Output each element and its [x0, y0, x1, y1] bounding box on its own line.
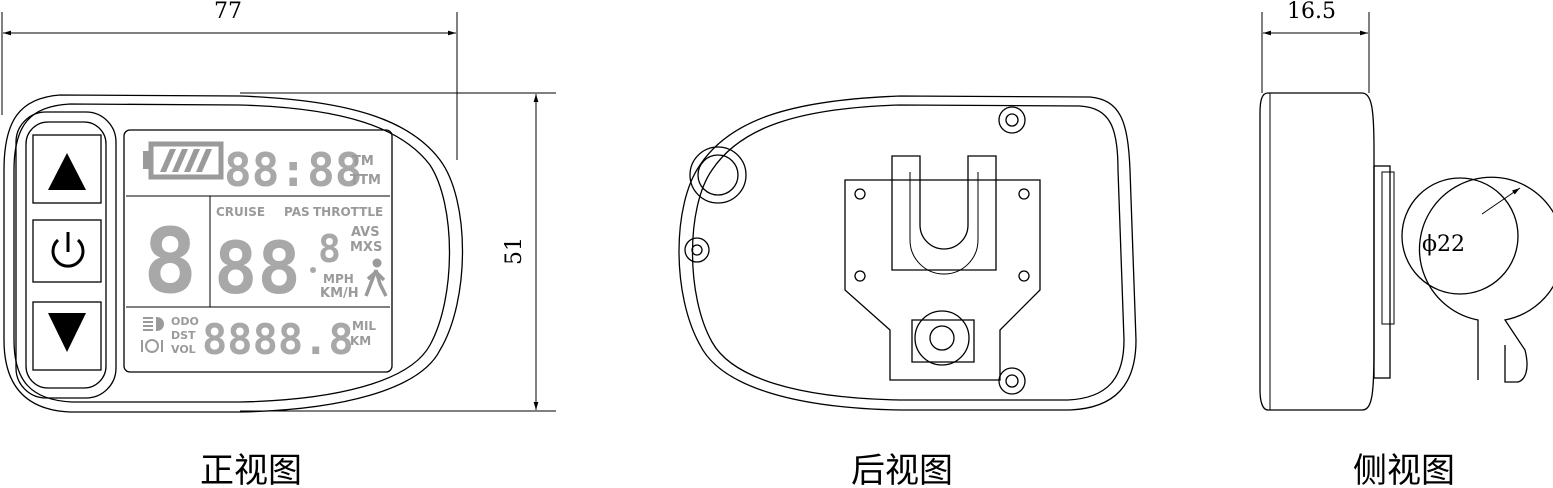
lcd-tm: TM — [352, 154, 374, 169]
bracket-plate — [844, 179, 1041, 381]
side-housing — [1259, 92, 1375, 411]
side-bracket-plate — [1373, 165, 1391, 379]
clamp-bore — [1401, 177, 1519, 295]
up-button-frame[interactable] — [32, 134, 102, 204]
back-mount-boss-outer — [689, 146, 747, 204]
motor-icon — [141, 339, 163, 353]
button-panel-inner — [25, 121, 107, 389]
back-housing-inner — [691, 104, 1125, 401]
lcd-ttm: TTM — [350, 173, 381, 188]
lcd-mph: MPH — [323, 272, 354, 286]
lcd-odometer: 8888.8 — [202, 315, 354, 364]
lcd-decimal-point — [310, 267, 316, 273]
back-view — [678, 95, 1137, 411]
caption-front-view: 正视图 — [200, 451, 302, 488]
front-housing-inner — [13, 103, 451, 403]
bracket-lower-hole-inner — [929, 325, 955, 351]
screw-hole-top — [998, 106, 1026, 134]
power-icon — [51, 238, 85, 268]
screw-hole-left — [684, 237, 710, 263]
diameter-dimension: ϕ22 — [1422, 232, 1465, 257]
power-button[interactable] — [32, 219, 102, 283]
lcd-vol: VOL — [171, 343, 196, 356]
walk-mode-icon — [364, 258, 388, 297]
lcd-avs: AVS — [351, 225, 380, 240]
lcd-screen — [123, 129, 393, 373]
lcd-throttle: THROTTLE — [313, 205, 383, 219]
width-dimension: 77 — [214, 0, 242, 24]
front-dimensions: 77 51 — [1, 0, 556, 412]
triangle-down-icon — [48, 313, 86, 352]
lcd-assist-level: 8 — [143, 209, 197, 314]
back-housing-outer — [678, 95, 1137, 411]
height-dimension: 51 — [502, 237, 527, 265]
lcd-clock: 88:88 — [224, 143, 362, 197]
caption-back-view: 后视图 — [851, 451, 953, 488]
lcd-km: KM — [350, 334, 371, 348]
front-housing-outer — [3, 94, 464, 413]
caption-side-view: 侧视图 — [1353, 451, 1455, 488]
lcd-mxs: MXS — [350, 240, 382, 255]
lcd-speed: 88 — [214, 226, 301, 310]
triangle-up-icon — [48, 153, 86, 190]
battery-icon — [143, 141, 224, 180]
lcd-mil: MIL — [352, 319, 376, 333]
bracket-lower-boss — [911, 319, 975, 363]
lcd-speed-decimal: 8 — [318, 227, 341, 271]
screw-hole-bottom — [998, 367, 1026, 395]
lcd-odo: ODO — [171, 315, 199, 328]
lcd-kmh: KM/H — [320, 286, 359, 301]
bracket-lower-hole-outer — [914, 310, 970, 366]
depth-dimension: 16.5 — [1287, 0, 1336, 24]
lcd-dst: DST — [171, 329, 196, 342]
lcd-pas: PAS — [284, 205, 310, 219]
handlebar-clamp — [1418, 176, 1553, 383]
headlight-icon — [143, 316, 164, 332]
back-mount-boss-inner — [697, 154, 739, 196]
down-button-frame[interactable] — [32, 301, 102, 371]
bracket-tab — [891, 155, 997, 271]
button-panel-outer — [15, 111, 117, 399]
side-view: ϕ22 16.5 — [1259, 0, 1553, 411]
lcd-cruise: CRUISE — [216, 205, 265, 219]
power-button-frame[interactable] — [32, 219, 102, 283]
front-view: 88:88 TM TTM 8 CRUISE PAS THROTTLE 88 8 … — [3, 94, 464, 413]
up-button[interactable] — [32, 134, 102, 204]
down-button[interactable] — [32, 301, 102, 371]
